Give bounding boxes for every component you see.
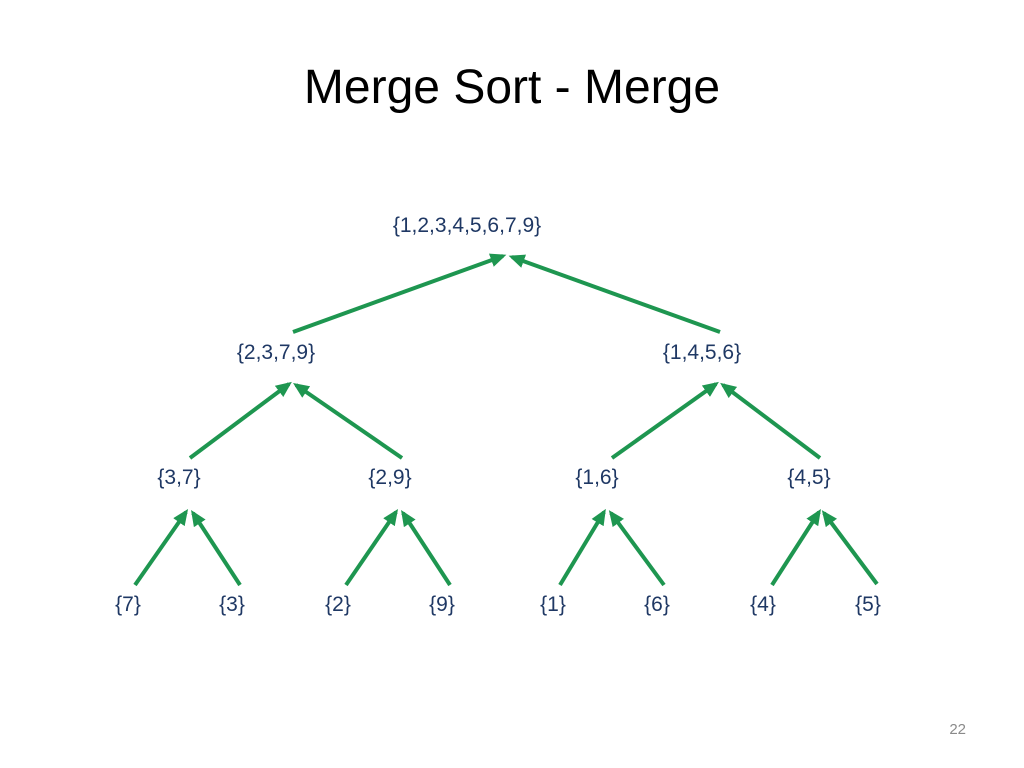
- merge-arrow-leaf-9-to-left-right: [401, 509, 452, 587]
- tree-node-left: {2,3,7,9}: [236, 341, 316, 364]
- merge-arrow-left-to-root: [292, 253, 507, 334]
- merge-arrow-leaf-1-to-right-left: [558, 508, 606, 587]
- slide-title: Merge Sort - Merge: [303, 61, 721, 114]
- tree-node-leaf-3: {3}: [219, 593, 245, 616]
- tree-node-right-right: {4,5}: [787, 466, 831, 489]
- merge-arrow-leaf-5-to-right-right: [821, 510, 879, 586]
- tree-node-leaf-1: {1}: [540, 593, 566, 616]
- merge-arrow-leaf-7-to-left-left: [133, 509, 189, 587]
- tree-node-left-right: {2,9}: [368, 466, 412, 489]
- merge-arrow-leaf-2-to-left-right: [344, 509, 399, 587]
- tree-node-leaf-4: {4}: [750, 593, 776, 616]
- merge-arrow-left-right-to-left: [293, 382, 404, 460]
- tree-node-left-left: {3,7}: [157, 466, 201, 489]
- tree-node-right: {1,4,5,6}: [662, 341, 742, 364]
- tree-node-leaf-2: {2}: [325, 593, 351, 616]
- merge-arrow-left-left-to-left: [188, 381, 292, 460]
- tree-node-leaf-9: {9}: [429, 593, 455, 616]
- merge-arrows: [133, 253, 879, 587]
- tree-node-leaf-5: {5}: [855, 593, 881, 616]
- merge-arrow-right-right-to-right: [720, 382, 822, 460]
- tree-node-right-left: {1,6}: [575, 466, 619, 489]
- merge-arrow-leaf-6-to-right-left: [608, 510, 666, 587]
- tree-node-leaf-6: {6}: [644, 593, 670, 616]
- page-number: 22: [949, 721, 966, 738]
- tree-node-leaf-7: {7}: [115, 593, 141, 616]
- merge-arrow-leaf-4-to-right-right: [770, 508, 821, 587]
- merge-arrow-right-to-root: [508, 254, 721, 334]
- merge-arrow-leaf-3-to-left-left: [191, 509, 242, 587]
- merge-arrow-right-left-to-right: [610, 381, 719, 460]
- tree-node-root: {1,2,3,4,5,6,7,9}: [392, 214, 542, 237]
